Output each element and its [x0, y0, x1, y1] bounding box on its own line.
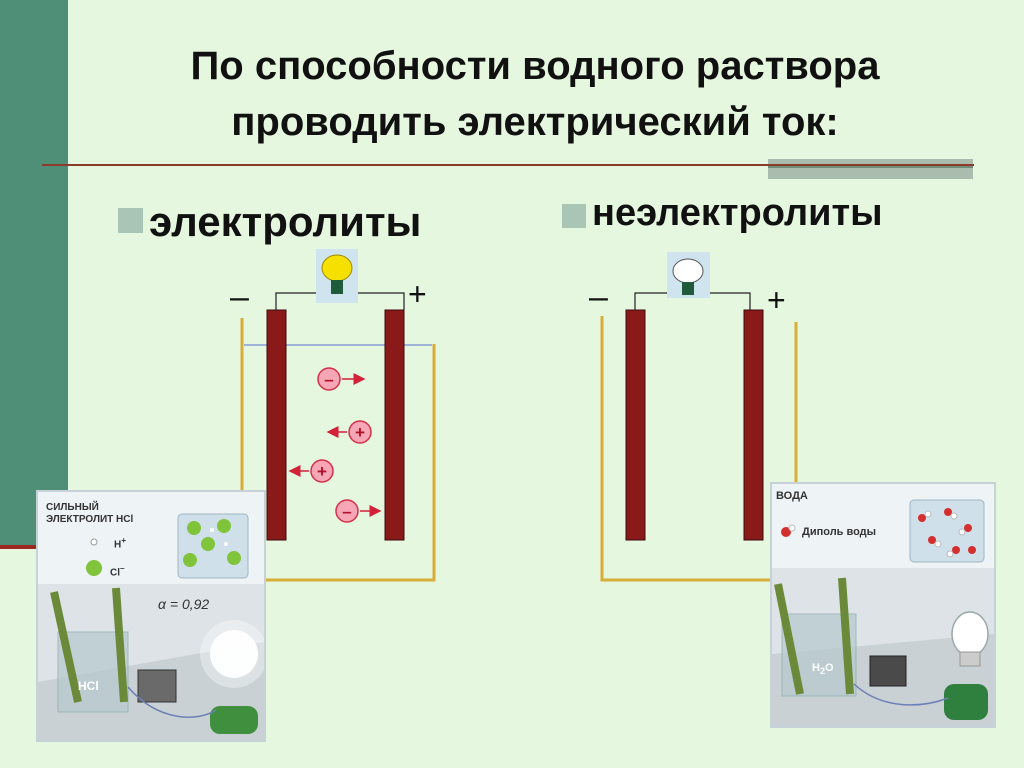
bulb-base [331, 280, 343, 294]
water-illustration: ВОДА Диполь воды H2O [770, 482, 996, 728]
anion-1-sign: – [324, 370, 333, 389]
title-line-1: По способности водного раствора [190, 44, 880, 88]
cation-2: + [288, 459, 334, 483]
anode-electrode [743, 309, 764, 541]
bullet-electrolytes-label: электролиты [149, 198, 422, 245]
beaker-label-sub: 2 [819, 666, 826, 677]
title-accent-line [768, 166, 973, 168]
cathode-electrode [625, 309, 646, 541]
legend-chloride-ion: Cl [110, 567, 120, 579]
cation-2-sign: + [317, 462, 327, 481]
electrolyte-cell: – + – + + – [230, 249, 436, 582]
beaker-label-o: O [825, 662, 834, 674]
photo-heading-line2: ЭЛЕКТРОЛИТ [46, 514, 114, 525]
bullet-nonelectrolytes-label: неэлектролиты [592, 192, 883, 234]
title-line-2: проводить электрический ток: [231, 100, 839, 144]
water-image [772, 484, 994, 726]
strong-electrolyte-image [38, 492, 264, 740]
anion-2: – [335, 499, 382, 523]
bullet-nonelectrolytes: неэлектролиты [562, 192, 883, 235]
nonelectrolyte-cell: – + [589, 252, 798, 582]
electrolyte-minus-sign: – [230, 278, 249, 316]
bulb-icon [667, 252, 710, 298]
cation-1-sign: + [355, 423, 365, 442]
bulb-glass [672, 258, 704, 284]
left-accent-strip [0, 545, 40, 549]
title-divider [42, 164, 974, 166]
slide-title: По способности водного раствора проводит… [60, 38, 1010, 150]
legend-hydrogen-ion: H [114, 539, 122, 551]
electrolyte-plus-sign: + [408, 276, 427, 312]
legend-hydrogen-charge: + [121, 535, 127, 545]
bullet-electrolytes: электролиты [118, 198, 421, 246]
bullet-marker [118, 208, 143, 233]
nonelectrolyte-plus-sign: + [767, 282, 786, 318]
water-dipole-legend: Диполь воды [802, 526, 877, 538]
left-accent-bar [0, 0, 68, 545]
cation-1: + [326, 420, 372, 444]
beaker-label-hcl: HCl [78, 679, 99, 693]
bulb-base [682, 282, 694, 295]
beaker-label-h: H [812, 662, 820, 674]
anode-electrode [384, 309, 405, 541]
anion-1: – [317, 367, 366, 391]
strong-electrolyte-illustration: СИЛЬНЫЙ ЭЛЕКТРОЛИТ HCl H+ Cl– α = 0,92 H… [36, 490, 266, 742]
dissociation-degree: α = 0,92 [158, 596, 210, 612]
electrolyte-vessel [240, 318, 436, 582]
nonelectrolyte-vessel [600, 316, 798, 582]
bulb-icon [316, 249, 358, 303]
legend-chloride-charge: – [120, 563, 125, 573]
photo-heading-line1: СИЛЬНЫЙ [46, 502, 99, 513]
photo-formula: HCl [116, 514, 134, 525]
bulb-glass [321, 254, 353, 282]
nonelectrolyte-minus-sign: – [589, 278, 608, 316]
cathode-electrode [266, 309, 287, 541]
bullet-marker [562, 204, 586, 228]
anion-2-sign: – [342, 502, 351, 521]
water-heading: ВОДА [776, 490, 808, 502]
